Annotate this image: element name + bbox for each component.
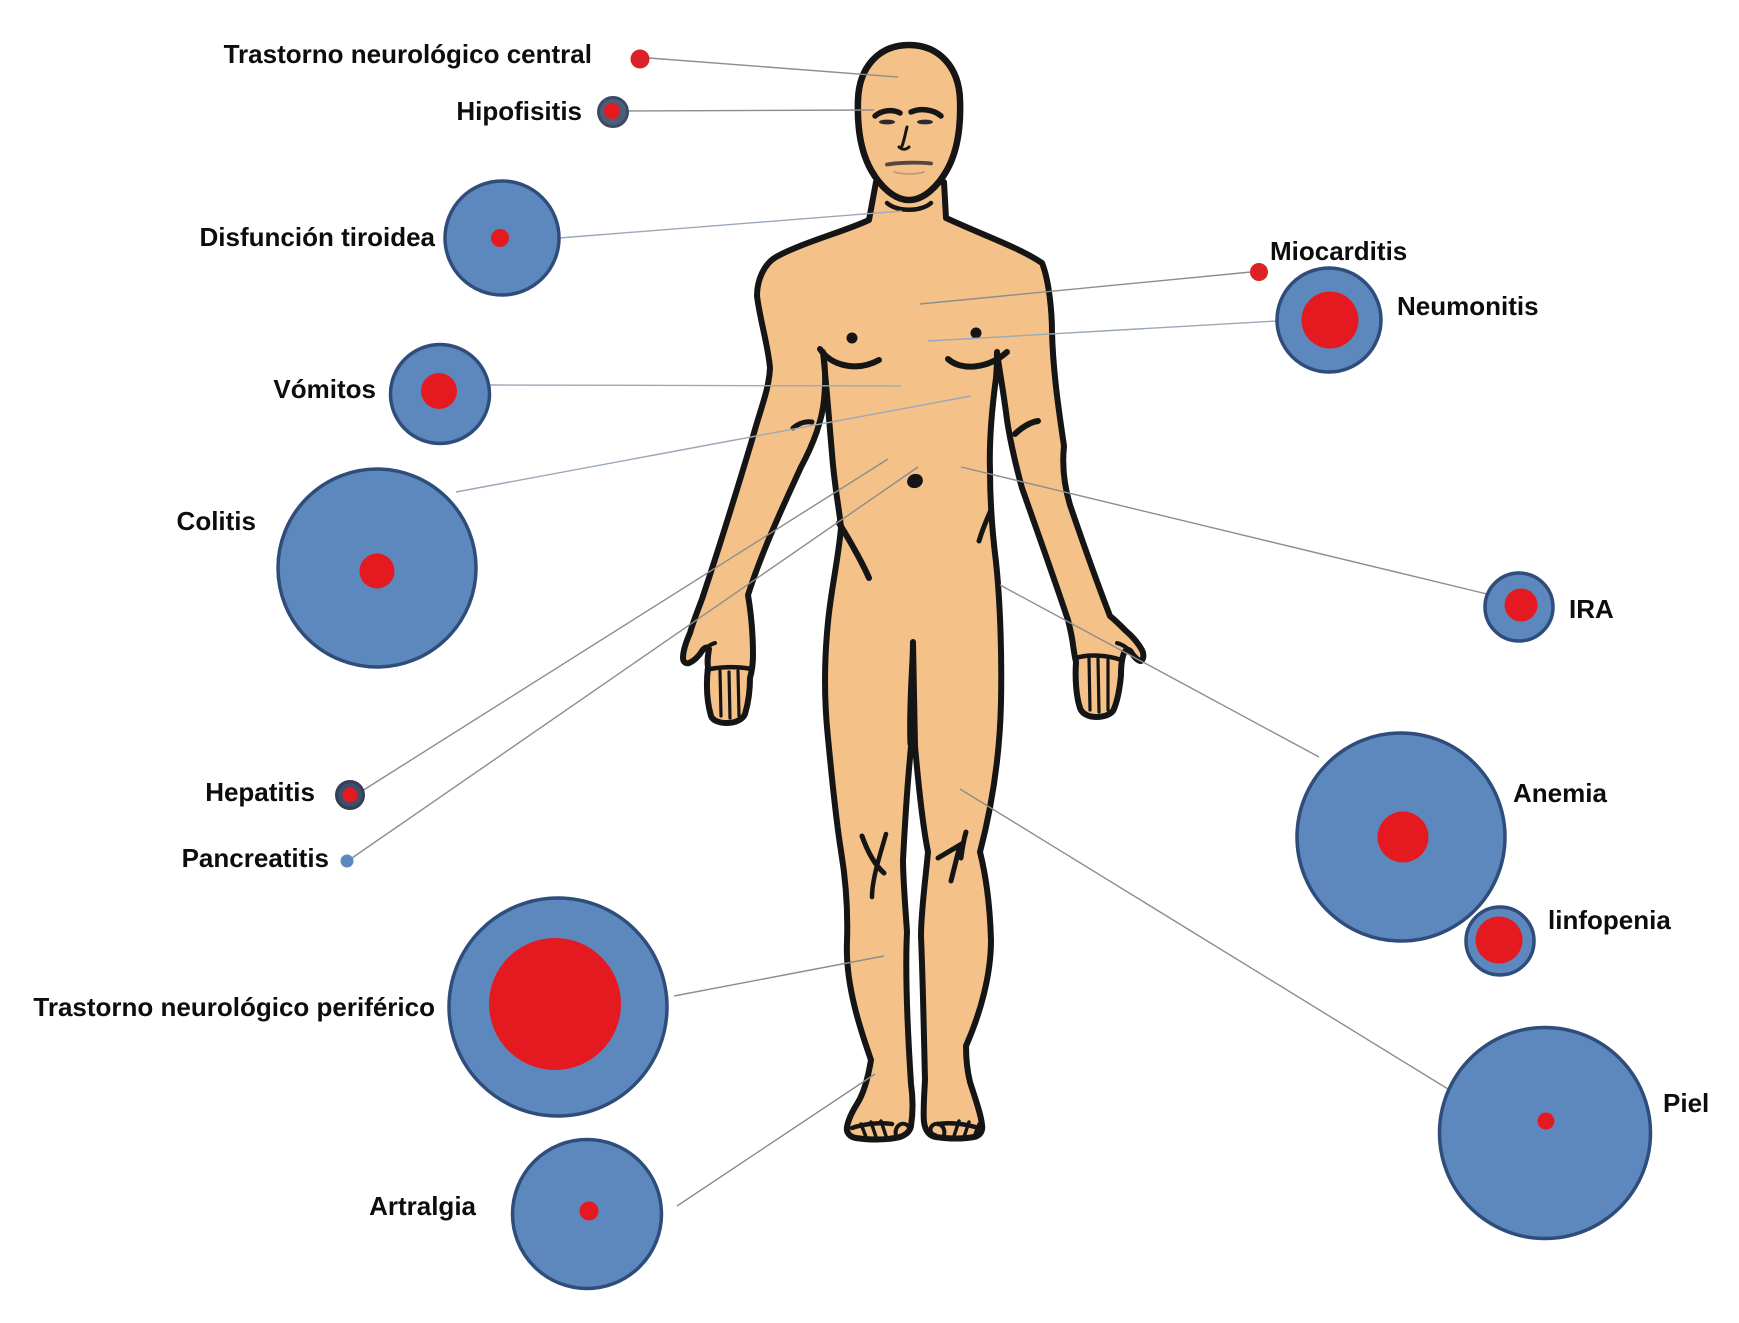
svg-text:Vómitos: Vómitos [273, 374, 376, 404]
svg-text:Anemia: Anemia [1513, 778, 1607, 808]
svg-text:linfopenia: linfopenia [1548, 905, 1671, 935]
svg-text:Trastorno neurológico periféri: Trastorno neurológico periférico [33, 992, 435, 1022]
svg-text:Colitis: Colitis [177, 506, 256, 536]
svg-text:Piel: Piel [1663, 1088, 1709, 1118]
svg-text:IRA: IRA [1569, 594, 1614, 624]
svg-text:Disfunción tiroidea: Disfunción tiroidea [200, 222, 436, 252]
svg-text:Pancreatitis: Pancreatitis [182, 843, 329, 873]
svg-text:Artralgia: Artralgia [369, 1191, 476, 1221]
svg-text:Neumonitis: Neumonitis [1397, 291, 1539, 321]
svg-text:Hipofisitis: Hipofisitis [456, 96, 582, 126]
svg-text:Trastorno neurológico central: Trastorno neurológico central [224, 39, 592, 69]
svg-text:Miocarditis: Miocarditis [1270, 236, 1407, 266]
svg-text:Hepatitis: Hepatitis [205, 777, 315, 807]
